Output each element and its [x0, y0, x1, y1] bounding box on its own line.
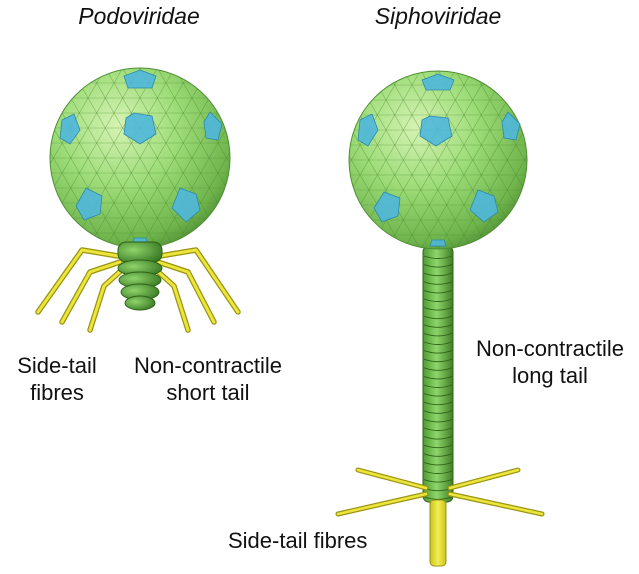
- siphoviridae-side-tail-fibres-label: Side-tail fibres: [228, 527, 367, 554]
- podoviridae-fibres-label-line-2: fibres: [4, 379, 110, 406]
- siphoviridae-phage: [281, 8, 596, 566]
- podoviridae-side-tail-fibres-label: Side-tail fibres: [4, 352, 110, 406]
- podoviridae-fibres-label-line-1: Side-tail: [4, 352, 110, 379]
- siphoviridae-title: Siphoviridae: [358, 3, 518, 30]
- podoviridae-tail-label-line-2: short tail: [118, 379, 298, 406]
- siphoviridae-long-tail: [423, 246, 453, 502]
- siphoviridae-tail-tip: [430, 500, 446, 566]
- siphoviridae-long-tail-label: Non-contractile long tail: [466, 335, 634, 389]
- podoviridae-short-tail-label: Non-contractile short tail: [118, 352, 298, 406]
- podoviridae-phage: [0, 4, 298, 330]
- siphoviridae-tail-label-line-2: long tail: [466, 362, 634, 389]
- siphoviridae-tail-label-line-1: Non-contractile: [466, 335, 634, 362]
- podoviridae-short-tail: [118, 242, 162, 310]
- podoviridae-tail-label-line-1: Non-contractile: [118, 352, 298, 379]
- podoviridae-title: Podoviridae: [64, 3, 214, 30]
